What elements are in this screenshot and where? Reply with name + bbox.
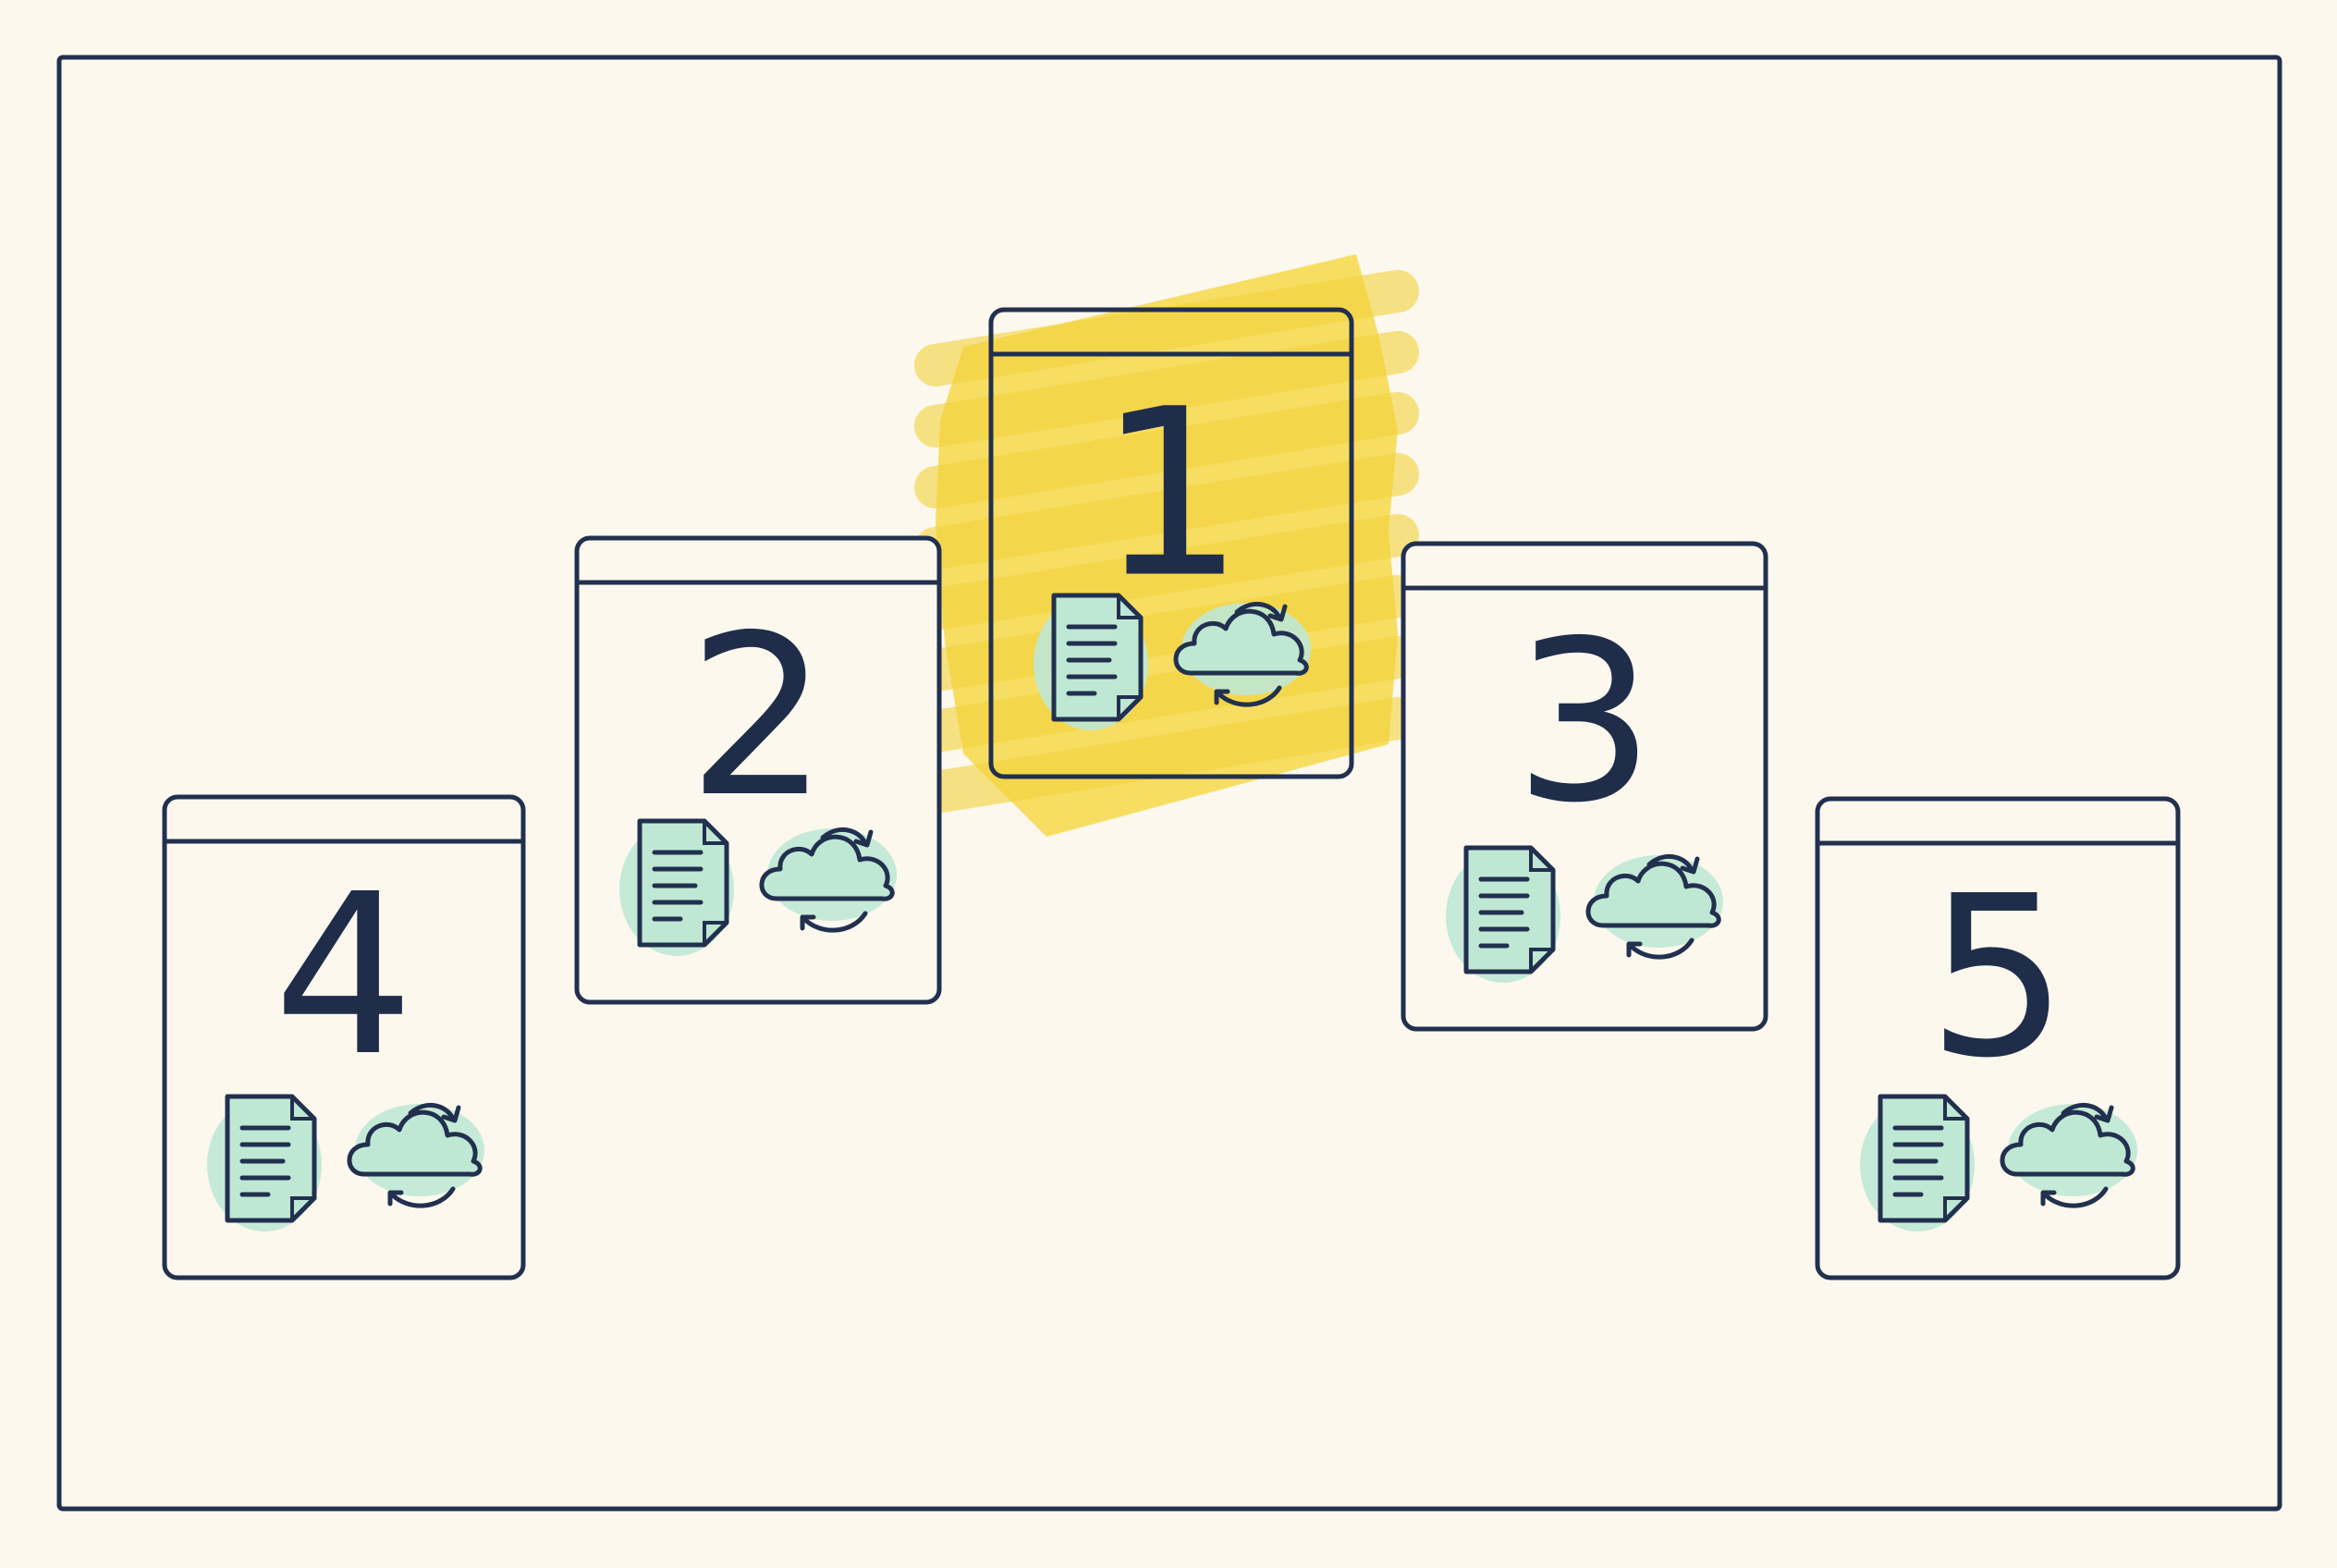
podium-card-2: 2 bbox=[574, 535, 942, 1005]
card-frame bbox=[988, 307, 1354, 779]
cloud-sync-icon bbox=[759, 827, 897, 933]
rank-number: 2 bbox=[688, 587, 829, 846]
cards-layer: 1 2 3 4 5 bbox=[162, 254, 2181, 1280]
rank-number: 4 bbox=[274, 846, 415, 1105]
document-icon bbox=[619, 818, 734, 956]
podium-card-3: 3 bbox=[1401, 541, 1768, 1032]
document-icon bbox=[1034, 593, 1148, 730]
cloud-sync-icon bbox=[1173, 602, 1311, 707]
outer-frame bbox=[56, 55, 2282, 1512]
document-icon bbox=[1860, 1094, 1975, 1231]
cloud-sync-icon bbox=[347, 1103, 484, 1208]
rank-number: 1 bbox=[1097, 360, 1244, 629]
podium-card-1: 1 bbox=[914, 254, 1419, 837]
rank-number: 3 bbox=[1514, 593, 1656, 851]
document-icon bbox=[1446, 845, 1560, 983]
document-icon bbox=[207, 1094, 322, 1231]
cloud-sync-icon bbox=[1585, 854, 1723, 960]
rank-number: 5 bbox=[1927, 848, 2069, 1107]
podium-card-5: 5 bbox=[1815, 796, 2181, 1280]
cloud-sync-icon bbox=[2000, 1103, 2137, 1208]
podium-card-4: 4 bbox=[162, 794, 526, 1280]
